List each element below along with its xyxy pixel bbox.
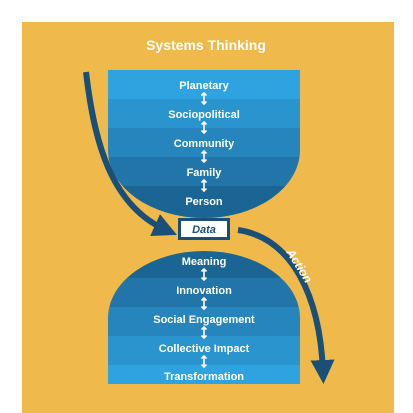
data-box-inner	[181, 221, 227, 237]
double-arrow-icon	[200, 120, 208, 135]
double-arrow-icon	[200, 354, 208, 369]
diagram-title: Systems Thinking	[146, 37, 266, 53]
band-transformation	[108, 365, 300, 384]
action-arrow	[237, 227, 335, 384]
outcome-innovation-label: Innovation	[176, 285, 232, 297]
top-connectors	[200, 91, 208, 193]
level-planetary-label: Planetary	[179, 80, 229, 92]
double-arrow-icon	[200, 267, 208, 282]
level-person-label: Person	[185, 196, 223, 208]
flow-arrow-to-data	[83, 71, 177, 237]
level-community-label: Community	[174, 138, 235, 150]
outcome-social-engagement-label: Social Engagement	[153, 314, 255, 326]
data-label: Data	[192, 224, 216, 236]
double-arrow-icon	[200, 178, 208, 193]
double-arrow-icon	[200, 149, 208, 164]
double-arrow-icon	[200, 91, 208, 106]
double-arrow-icon	[200, 296, 208, 311]
double-arrow-icon	[200, 325, 208, 340]
outcome-collective-impact-label: Collective Impact	[159, 343, 250, 355]
outcome-transformation-label: Transformation	[164, 371, 244, 383]
level-family-label: Family	[187, 167, 223, 179]
outcome-meaning-label: Meaning	[182, 256, 227, 268]
level-sociopolitical-label: Sociopolitical	[168, 109, 240, 121]
bottom-connectors	[200, 267, 208, 369]
